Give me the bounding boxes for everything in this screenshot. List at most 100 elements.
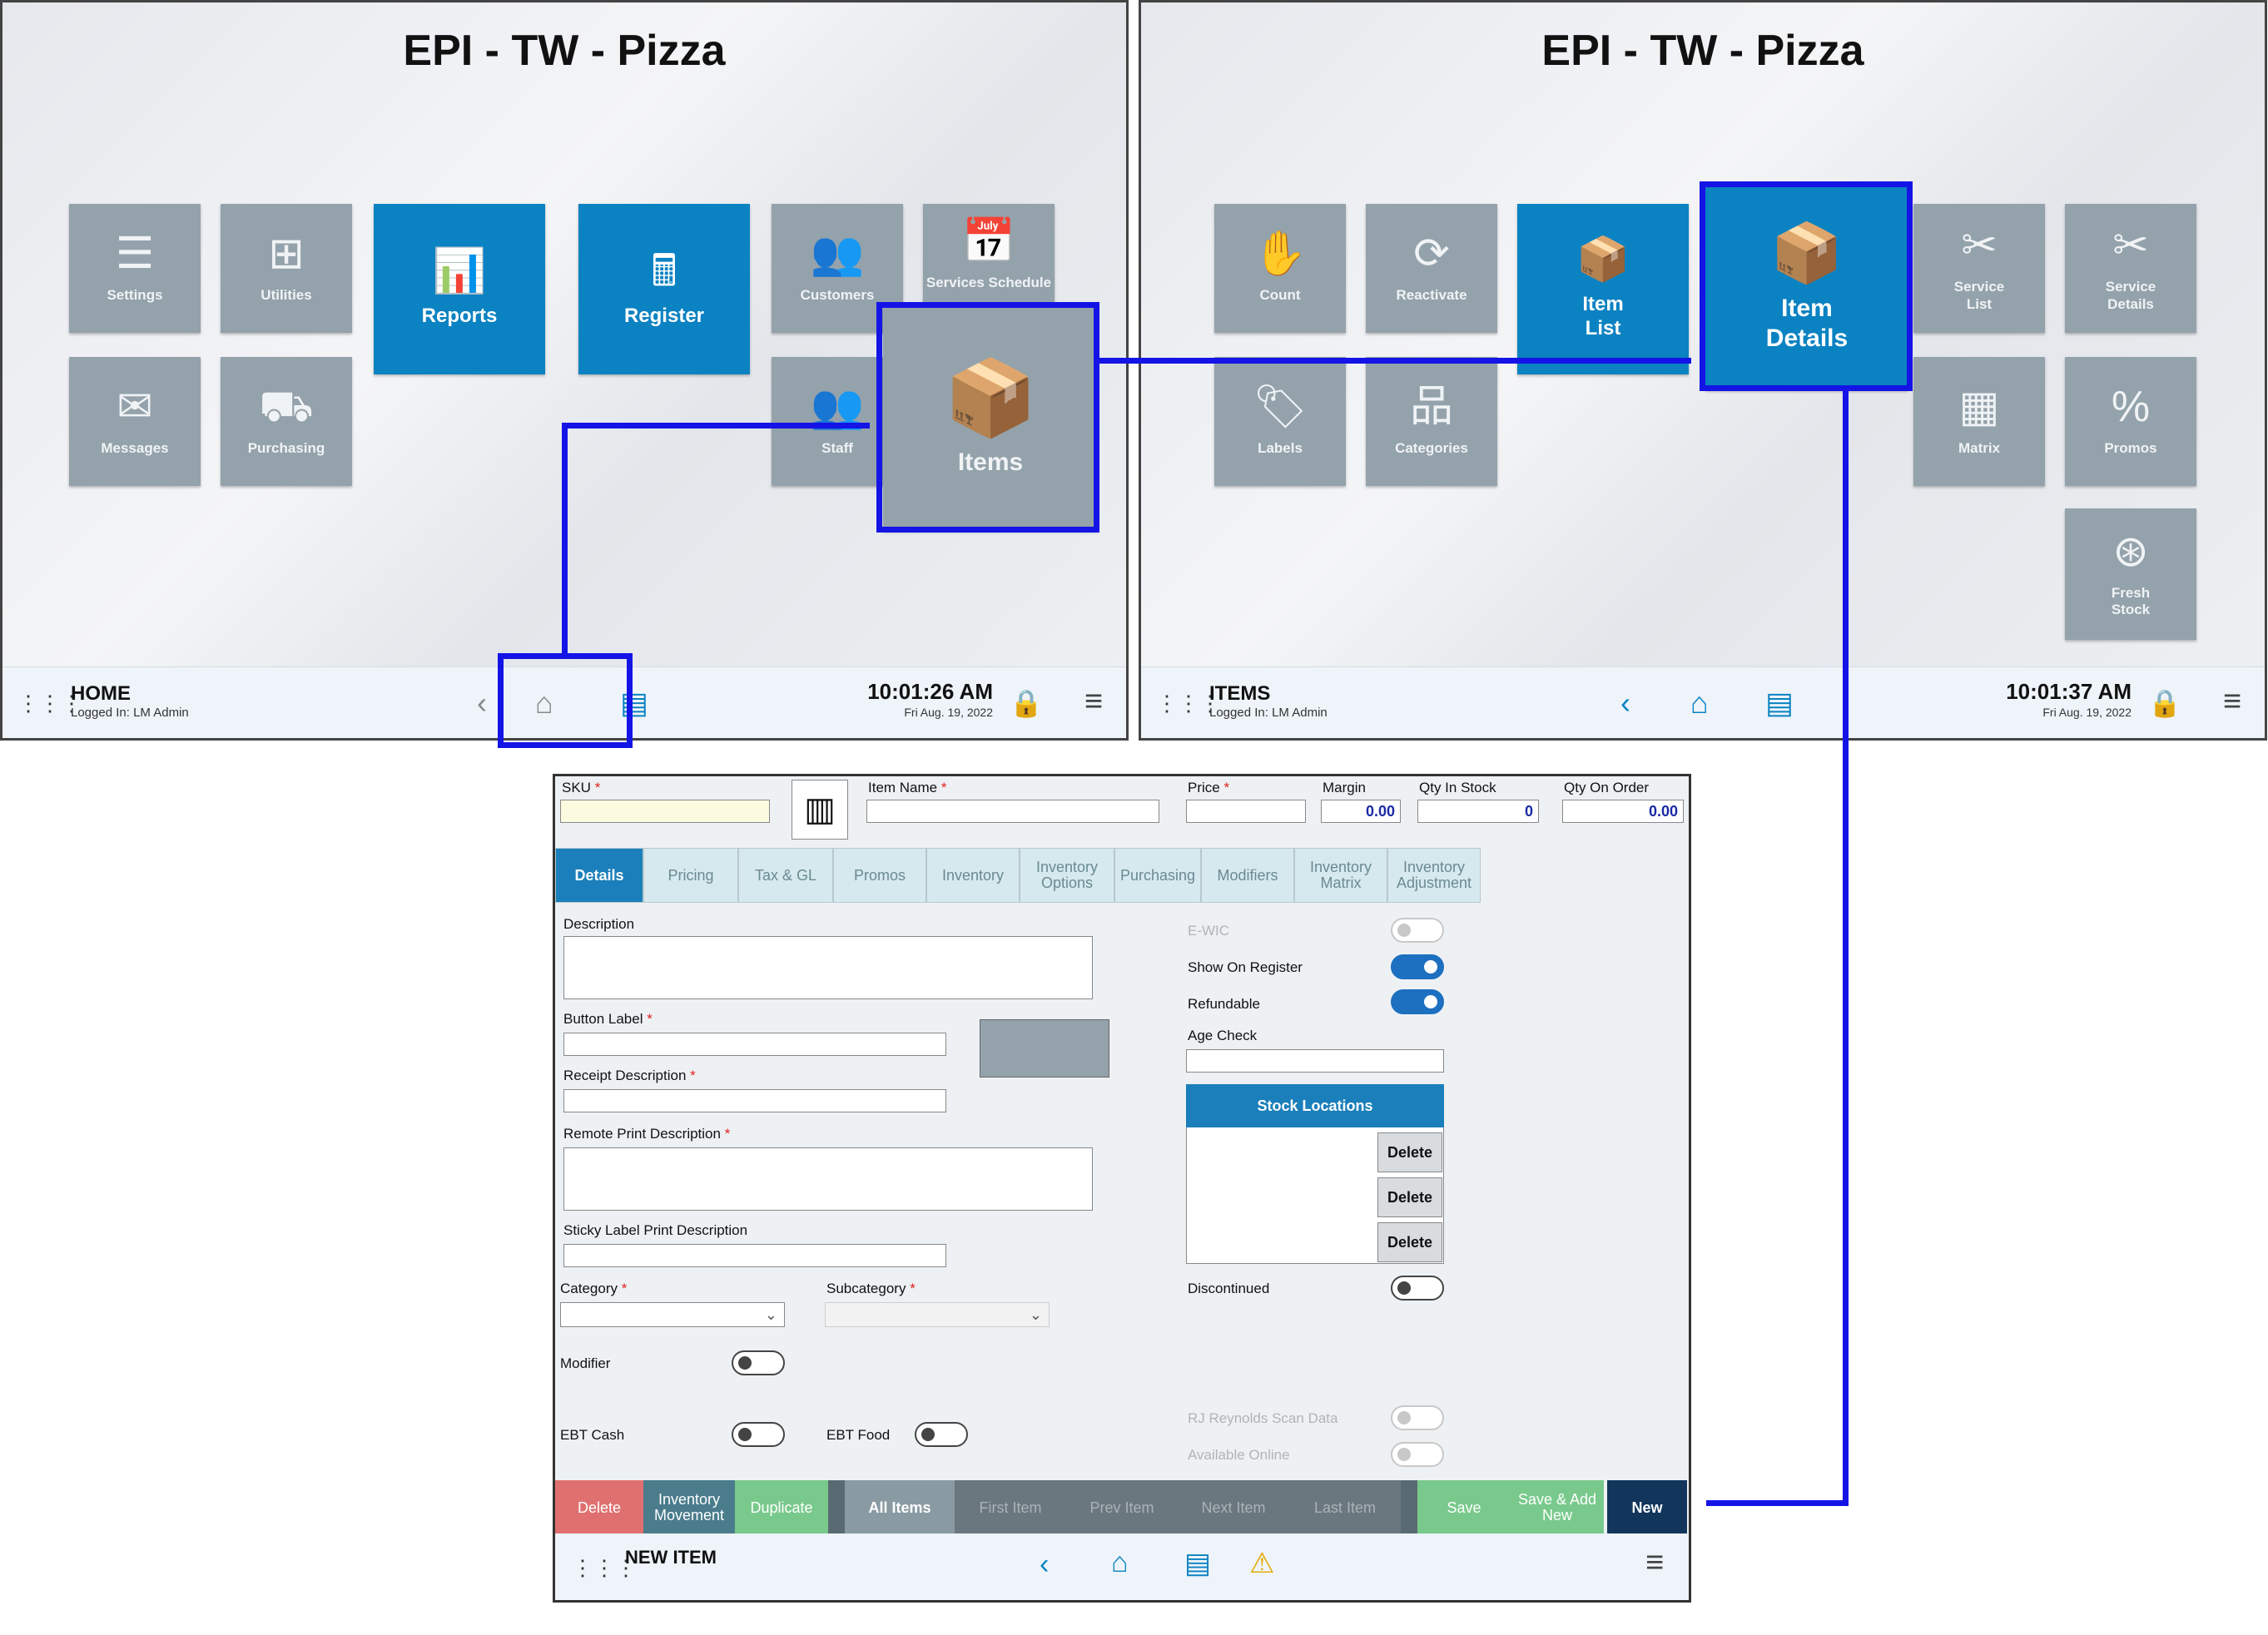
item-details-form: SKU * ▥ Item Name * Price * Margin 0.00 … bbox=[553, 774, 1691, 1603]
category-select[interactable]: ⌄ bbox=[560, 1302, 785, 1327]
tab-modifiers[interactable]: Modifiers bbox=[1201, 848, 1294, 903]
next-item-button[interactable]: Next Item bbox=[1178, 1480, 1289, 1535]
action-bar-spacer bbox=[1401, 1480, 1417, 1535]
ewic-toggle[interactable] bbox=[1391, 918, 1444, 943]
description-textarea[interactable] bbox=[563, 936, 1093, 999]
menu-icon[interactable]: ≡ bbox=[2222, 684, 2241, 719]
last-item-button[interactable]: Last Item bbox=[1289, 1480, 1401, 1535]
tab-inventory-options[interactable]: Inventory Options bbox=[1020, 848, 1114, 903]
apps-grid-icon[interactable]: ⋮⋮⋮ bbox=[1156, 691, 1221, 716]
sticky-label-description-label: Sticky Label Print Description bbox=[563, 1222, 748, 1238]
home-icon[interactable]: ⌂ bbox=[535, 686, 553, 720]
apps-grid-icon[interactable]: ⋮⋮⋮ bbox=[572, 1555, 637, 1580]
age-check-input[interactable] bbox=[1186, 1049, 1444, 1073]
tile-services-schedule[interactable]: 📅 Services Schedule bbox=[923, 204, 1055, 308]
button-color-swatch[interactable] bbox=[980, 1019, 1109, 1078]
barcode-icon[interactable]: ▥ bbox=[792, 780, 848, 840]
rj-reynolds-toggle[interactable] bbox=[1391, 1405, 1444, 1430]
delete-button[interactable]: Delete bbox=[555, 1480, 643, 1535]
item-name-input[interactable] bbox=[866, 800, 1159, 823]
tab-details[interactable]: Details bbox=[555, 848, 643, 903]
tile-settings[interactable]: ☰ Settings bbox=[69, 204, 201, 333]
tile-matrix[interactable]: ▦ Matrix bbox=[1913, 357, 2045, 486]
back-icon[interactable]: ‹ bbox=[1620, 686, 1630, 720]
show-on-register-label: Show On Register bbox=[1188, 959, 1303, 975]
show-on-register-toggle[interactable] bbox=[1391, 954, 1444, 979]
discontinued-toggle[interactable] bbox=[1391, 1276, 1444, 1301]
available-online-toggle[interactable] bbox=[1391, 1442, 1444, 1467]
tile-count[interactable]: ✋ Count bbox=[1214, 204, 1346, 333]
tile-item-list[interactable]: 📦 Item List bbox=[1517, 204, 1689, 374]
subcategory-select[interactable]: ⌄ bbox=[825, 1302, 1050, 1327]
price-input[interactable] bbox=[1186, 800, 1306, 823]
tile-purchasing[interactable]: ⛟ Purchasing bbox=[221, 357, 352, 486]
warning-icon[interactable]: ⚠ bbox=[1249, 1548, 1275, 1579]
apps-grid-icon[interactable]: ⋮⋮⋮ bbox=[17, 691, 82, 716]
menu-icon[interactable]: ≡ bbox=[1645, 1545, 1665, 1580]
tab-pricing[interactable]: Pricing bbox=[643, 848, 738, 903]
subcategory-label: Subcategory * bbox=[826, 1281, 916, 1296]
all-items-button[interactable]: All Items bbox=[845, 1480, 955, 1535]
highlight-item-details bbox=[1700, 181, 1913, 391]
screen-title: NEW ITEM bbox=[625, 1547, 717, 1568]
first-item-button[interactable]: First Item bbox=[955, 1480, 1066, 1535]
tab-inventory[interactable]: Inventory bbox=[926, 848, 1020, 903]
prev-item-button[interactable]: Prev Item bbox=[1066, 1480, 1178, 1535]
lock-icon[interactable]: 🔒 bbox=[2148, 688, 2181, 718]
tile-categories[interactable]: 品 Categories bbox=[1366, 357, 1497, 486]
modifier-toggle[interactable] bbox=[732, 1350, 785, 1375]
save-button[interactable]: Save bbox=[1417, 1480, 1511, 1535]
register-icon[interactable]: ▤ bbox=[1765, 686, 1794, 720]
sticky-label-description-input[interactable] bbox=[563, 1244, 946, 1267]
lock-icon[interactable]: 🔒 bbox=[1010, 688, 1043, 718]
ebt-cash-toggle[interactable] bbox=[732, 1422, 785, 1447]
remote-print-description-label: Remote Print Description * bbox=[563, 1126, 731, 1142]
tile-labels[interactable]: 🏷 Labels bbox=[1214, 357, 1346, 486]
tile-reports[interactable]: 📊 Reports bbox=[374, 204, 545, 374]
tile-service-details[interactable]: ✂ Service Details bbox=[2065, 204, 2196, 333]
register-icon[interactable]: ▤ bbox=[620, 686, 649, 720]
refundable-toggle[interactable] bbox=[1391, 989, 1444, 1014]
connector-line bbox=[1843, 391, 1849, 1506]
receipt-description-input[interactable] bbox=[563, 1089, 946, 1112]
duplicate-button[interactable]: Duplicate bbox=[735, 1480, 828, 1535]
button-label-input[interactable] bbox=[563, 1033, 946, 1056]
tile-messages[interactable]: ✉ Messages bbox=[69, 357, 201, 486]
ebt-food-label: EBT Food bbox=[826, 1427, 891, 1443]
bottom-bar: ⋮⋮⋮ ITEMS Logged In: LM Admin ‹ ⌂ ▤ 10:0… bbox=[1141, 666, 2265, 738]
home-icon[interactable]: ⌂ bbox=[1690, 686, 1709, 720]
logged-in-user: Logged In: LM Admin bbox=[1209, 706, 1328, 720]
tile-items[interactable]: 📦 Items bbox=[883, 308, 1098, 531]
tile-item-details[interactable]: 📦 Item Details bbox=[1705, 187, 1908, 390]
back-icon[interactable]: ‹ bbox=[477, 686, 487, 720]
back-icon[interactable]: ‹ bbox=[1040, 1548, 1050, 1580]
sku-input[interactable] bbox=[560, 800, 770, 823]
delete-location-button[interactable]: Delete bbox=[1377, 1132, 1442, 1172]
save-add-new-button[interactable]: Save & Add New bbox=[1511, 1480, 1604, 1535]
box-icon: 📦 bbox=[943, 357, 1038, 440]
tile-service-list[interactable]: ✂ Service List bbox=[1913, 204, 2045, 333]
tile-fresh-stock[interactable]: ⊛ Fresh Stock bbox=[2065, 508, 2196, 640]
remote-print-description-textarea[interactable] bbox=[563, 1147, 1093, 1211]
new-button[interactable]: New bbox=[1607, 1480, 1687, 1535]
tile-register[interactable]: 🖩 Register bbox=[578, 204, 750, 374]
stock-locations-header: Stock Locations bbox=[1186, 1084, 1444, 1127]
menu-icon[interactable]: ≡ bbox=[1084, 684, 1103, 719]
delete-location-button[interactable]: Delete bbox=[1377, 1222, 1442, 1262]
store-title: EPI - TW - Pizza bbox=[403, 27, 726, 75]
tab-purchasing[interactable]: Purchasing bbox=[1114, 848, 1201, 903]
bottom-bar: ⋮⋮⋮ NEW ITEM ‹ ⌂ ▤ ⚠ ≡ bbox=[555, 1533, 1689, 1600]
ebt-food-toggle[interactable] bbox=[915, 1422, 968, 1447]
qty-in-stock-value: 0 bbox=[1417, 800, 1539, 823]
tab-inventory-matrix[interactable]: Inventory Matrix bbox=[1294, 848, 1387, 903]
tile-utilities[interactable]: ⊞ Utilities bbox=[221, 204, 352, 333]
tab-promos[interactable]: Promos bbox=[833, 848, 926, 903]
inventory-movement-button[interactable]: Inventory Movement bbox=[643, 1480, 735, 1535]
tile-reactivate[interactable]: ⟳ Reactivate bbox=[1366, 204, 1497, 333]
tile-promos[interactable]: % Promos bbox=[2065, 357, 2196, 486]
tab-inventory-adjustment[interactable]: Inventory Adjustment bbox=[1387, 848, 1481, 903]
delete-location-button[interactable]: Delete bbox=[1377, 1177, 1442, 1217]
tab-tax-gl[interactable]: Tax & GL bbox=[738, 848, 833, 903]
home-icon[interactable]: ⌂ bbox=[1111, 1547, 1129, 1578]
register-icon[interactable]: ▤ bbox=[1184, 1548, 1212, 1579]
